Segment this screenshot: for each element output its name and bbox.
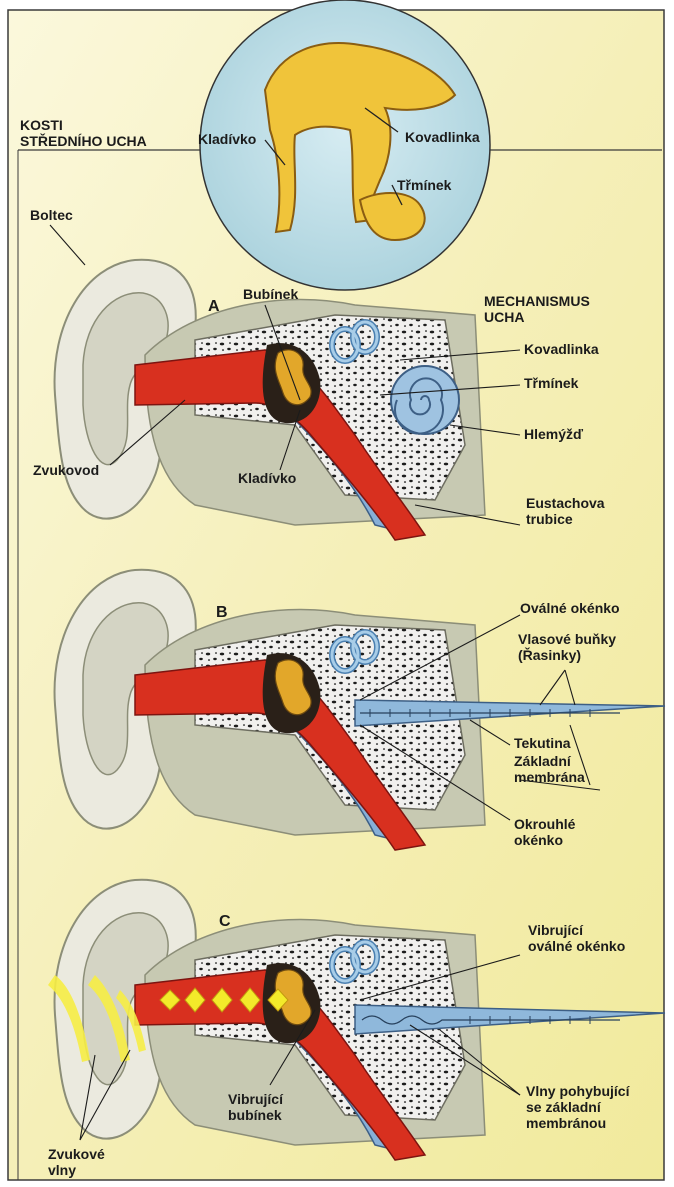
- label-oval-window: Oválné okénko: [520, 600, 620, 616]
- label-stapes-a: Třmínek: [524, 375, 578, 391]
- label-fluid: Tekutina: [514, 735, 571, 751]
- bone-label-malleus: Kladívko: [198, 131, 256, 147]
- label-sound-waves: Zvukové vlny: [48, 1146, 105, 1178]
- label-malleus-a: Kladívko: [238, 470, 296, 486]
- label-basilar-membrane: Základní membrána: [514, 753, 585, 785]
- bones-section-title: KOSTI STŘEDNÍHO UCHA: [20, 117, 147, 149]
- label-ear-canal: Zvukovod: [33, 462, 99, 478]
- label-round-window: Okrouhlé okénko: [514, 816, 575, 848]
- bone-label-incus: Kovadlinka: [405, 129, 480, 145]
- label-auricle: Boltec: [30, 207, 73, 223]
- panel-b-letter: B: [216, 604, 228, 622]
- label-vibrating-oval-window: Vibrující oválné okénko: [528, 922, 625, 954]
- label-hair-cells: Vlasové buňky (Řasinky): [518, 631, 616, 663]
- label-eardrum: Bubínek: [243, 286, 298, 302]
- label-eustachian-tube: Eustachova trubice: [526, 495, 605, 527]
- panel-a-letter: A: [208, 298, 220, 316]
- label-cochlea: Hlemýžď: [524, 426, 583, 442]
- label-vibrating-eardrum: Vibrující bubínek: [228, 1091, 283, 1123]
- panel-c-letter: C: [219, 913, 231, 931]
- label-incus-a: Kovadlinka: [524, 341, 599, 357]
- panel-a-title: MECHANISMUS UCHA: [484, 293, 590, 325]
- bone-label-stapes: Třmínek: [397, 177, 451, 193]
- label-basilar-waves: Vlny pohybující se základní membránou: [526, 1083, 629, 1131]
